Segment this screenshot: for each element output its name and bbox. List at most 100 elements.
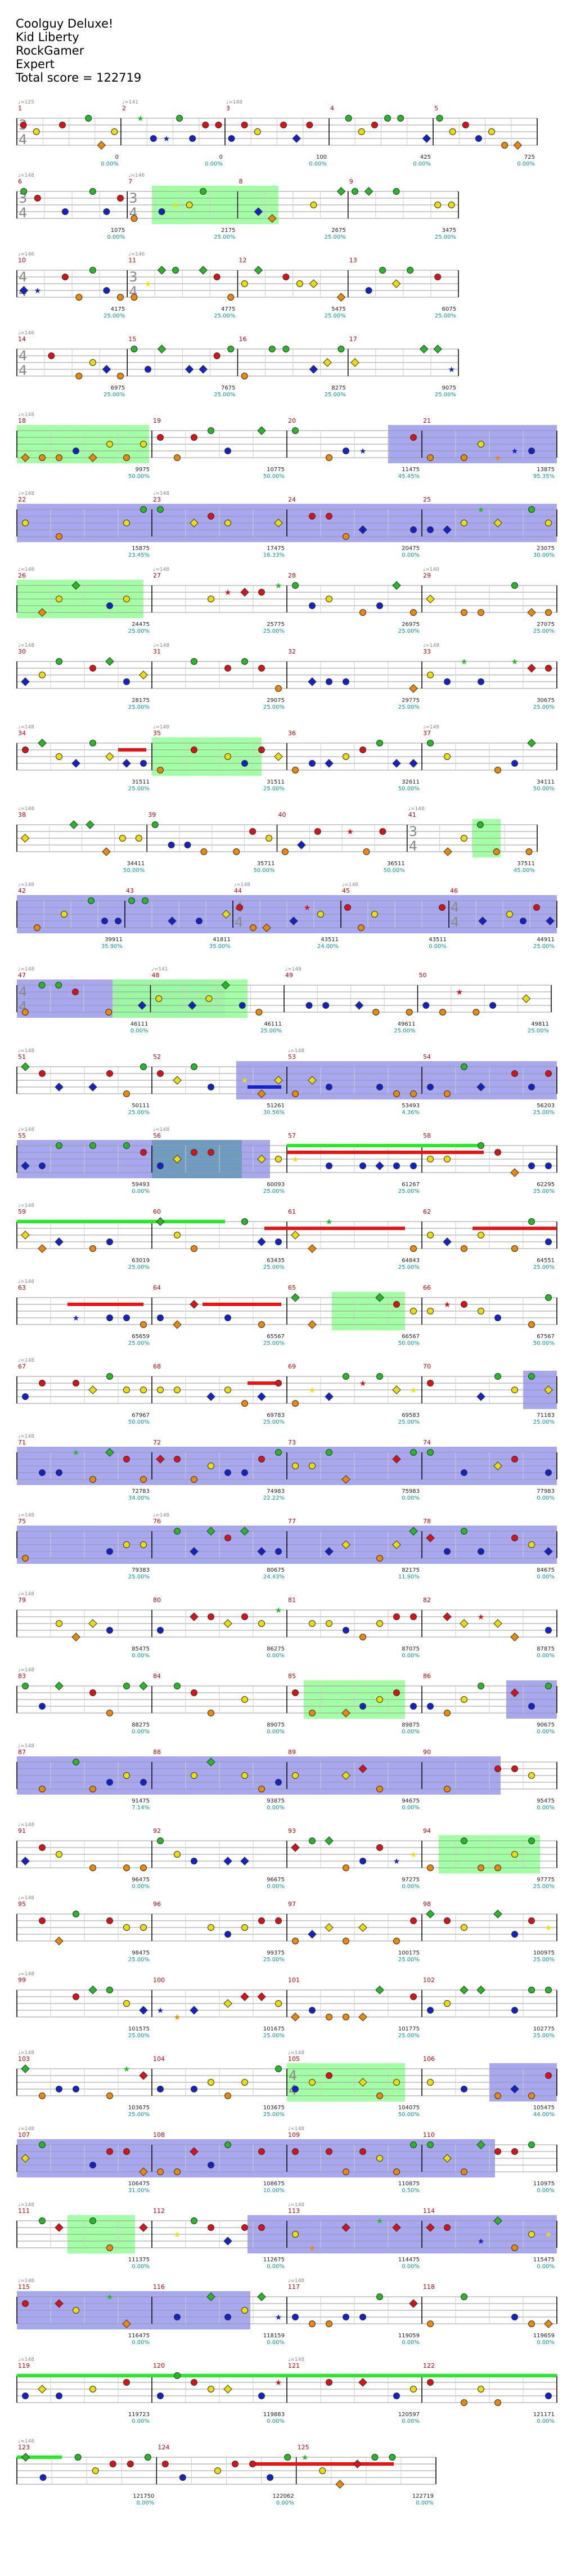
yellow-note [214, 2467, 221, 2474]
green-note [174, 1528, 181, 1535]
measure-number: 4 [330, 105, 334, 112]
yellow-note [310, 202, 317, 208]
red-note [123, 2148, 130, 2155]
star-note: ★ [478, 506, 485, 515]
time-signature-bottom: 4 [451, 914, 459, 930]
blue-note [184, 842, 191, 848]
red-note [410, 434, 417, 441]
measure-score: 7675 [221, 385, 235, 391]
orange-note [493, 848, 500, 855]
yellow-hopo-note [190, 518, 199, 527]
tempo-marker: ♩=148 [153, 1513, 169, 1518]
measure-score: 6075 [442, 306, 456, 312]
measure-percent: 25.00% [398, 1419, 420, 1425]
red-note [106, 1070, 113, 1077]
orange-note [22, 1555, 29, 1562]
measure-percent: 0.00% [416, 2500, 434, 2506]
green-note [151, 821, 159, 828]
measure-score: 100 [316, 154, 327, 160]
yellow-note [319, 2467, 326, 2474]
red-hopo-note [358, 1764, 367, 1773]
blue-note [489, 1002, 497, 1009]
tempo-marker: ♩=148 [18, 412, 34, 418]
yellow-note [371, 911, 378, 918]
note-sustain [17, 1220, 225, 1223]
red-hopo-note [392, 2223, 401, 2232]
tempo-marker: ♩=148 [18, 1591, 34, 1597]
measure-number: 114 [423, 2207, 435, 2215]
orange-note [241, 373, 248, 379]
tempo-marker: ♩=148 [18, 2202, 34, 2208]
star-note: ★ [456, 988, 463, 997]
green-hopo-note [476, 1985, 485, 1994]
measure-score: 86275 [267, 1646, 285, 1652]
measure-percent: 50.00% [533, 786, 555, 792]
green-note [292, 427, 299, 434]
blue-note [393, 2392, 400, 2399]
blue-note [168, 842, 175, 848]
yellow-hopo-note [274, 752, 283, 761]
blue-note [359, 2314, 366, 2320]
measure-score: 65659 [132, 1334, 150, 1340]
green-note [282, 346, 290, 352]
total-score: Total score = 122719 [16, 71, 142, 84]
red-note [140, 1149, 147, 1156]
measure-percent: 0.00% [132, 1884, 150, 1890]
green-hopo-note [460, 1985, 469, 1994]
measure-percent: 25.00% [263, 2033, 285, 2039]
yellow-note [191, 1772, 197, 1779]
blue-note [478, 678, 484, 685]
green-hopo-note [55, 1681, 64, 1690]
blue-note [545, 1238, 552, 1245]
blue-note [275, 1238, 282, 1245]
star-note: ★ [174, 2230, 181, 2239]
orange-note [363, 848, 370, 855]
blue-note [427, 1703, 434, 1710]
red-note [224, 1535, 231, 1541]
yellow-note [309, 2079, 316, 2086]
measure-score: 89075 [267, 1722, 285, 1728]
note-sustain [248, 1085, 281, 1089]
red-note [258, 2224, 265, 2231]
blue-hopo-note [375, 1161, 384, 1170]
orange-note [461, 2399, 467, 2406]
tempo-marker: ♩=148 [423, 724, 439, 730]
green-hopo-note [419, 345, 429, 354]
measure-score: 69583 [402, 1412, 420, 1419]
blue-note [208, 2162, 214, 2168]
star-note: ★ [511, 447, 519, 456]
measure-number: 23 [153, 496, 161, 503]
time-signature-top: 3 [129, 190, 137, 206]
measure-score: 91475 [132, 1798, 150, 1804]
blue-note [475, 135, 482, 142]
blue-note [145, 366, 152, 373]
measure-score: 110875 [398, 2181, 420, 2187]
orange-note [106, 1710, 113, 1716]
tempo-marker: ♩=148 [153, 491, 169, 497]
blue-hopo-note [199, 365, 208, 374]
orange-note [89, 1245, 96, 1252]
tempo-marker: ♩=148 [342, 882, 358, 888]
tempo-marker: ♩=148 [18, 1358, 34, 1363]
measure-score: 114475 [398, 2257, 420, 2263]
measure-number: 76 [153, 1518, 161, 1525]
yellow-hopo-note [20, 834, 30, 843]
orange-note [444, 1090, 451, 1097]
tempo-marker: ♩=148 [18, 491, 34, 497]
red-note [511, 2148, 518, 2155]
blue-note [461, 1469, 467, 1476]
orange-note [309, 2320, 316, 2327]
measure-number: 5 [434, 105, 438, 112]
blue-hopo-note [190, 2006, 199, 2015]
orange-note [227, 294, 235, 301]
red-note [191, 746, 197, 753]
measure-percent: 0.00% [402, 1495, 420, 1501]
blue-note [511, 2314, 518, 2320]
green-note [476, 821, 484, 828]
measure-number: 13 [349, 257, 357, 264]
measure-score: 36511 [387, 861, 405, 867]
measure-score: 89875 [402, 1722, 420, 1728]
